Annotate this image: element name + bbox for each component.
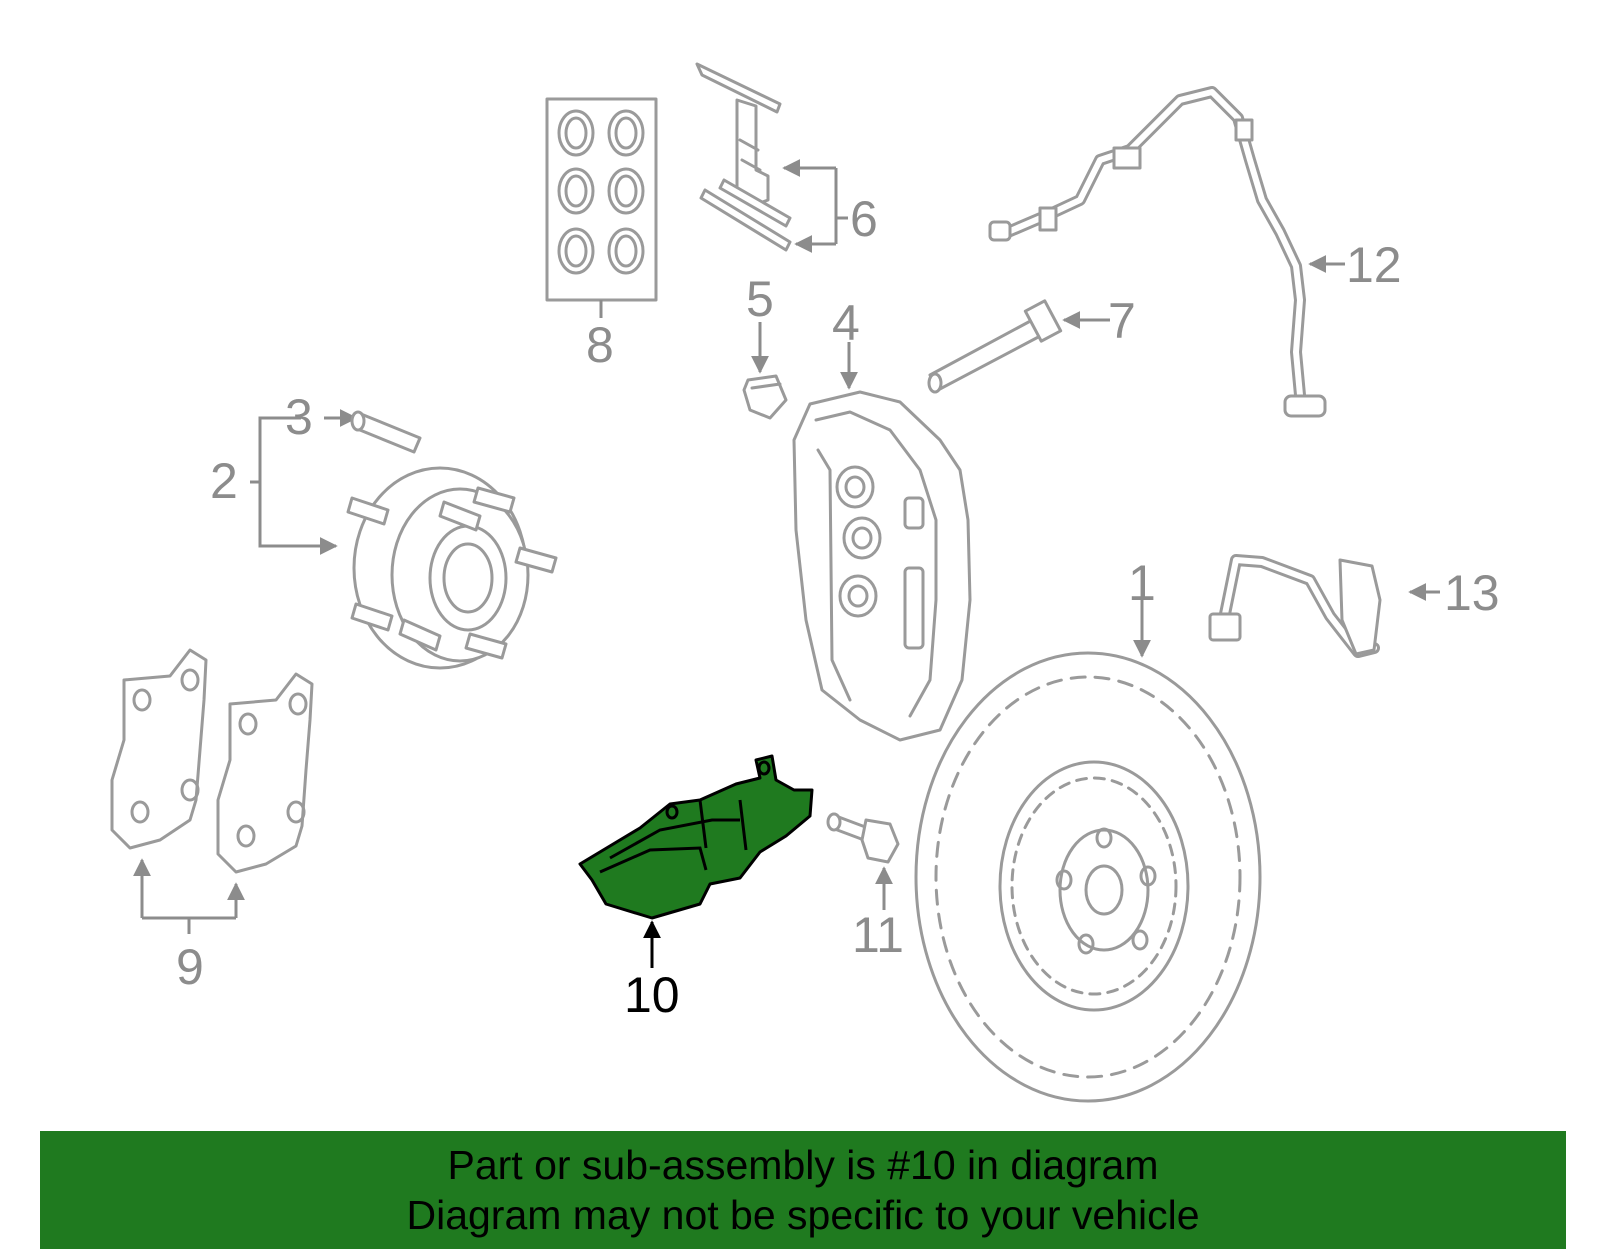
banner-line-disclaimer: Diagram may not be specific to your vehi… [406,1192,1200,1238]
callout-8: 8 [586,317,614,373]
callout-3: 3 [285,389,313,445]
part-2-hub-assembly [250,409,558,670]
callout-11: 11 [852,907,904,963]
callout-12: 12 [1346,237,1402,293]
info-banner: Part or sub-assembly is #10 in diagram D… [40,1131,1566,1249]
callout-4: 4 [832,295,860,351]
callout-9: 9 [176,939,204,995]
callout-5: 5 [746,271,774,327]
callout-6: 6 [850,191,878,247]
callout-1: 1 [1128,555,1156,611]
callout-10: 10 [624,967,680,1023]
part-12-wheel-speed-sensor [988,86,1345,418]
part-5-bleeder [742,322,788,420]
part-4-caliper [792,342,972,742]
part-6-pad-hardware [695,62,848,253]
part-8-seal-kit [545,97,658,318]
callout-13: 13 [1444,565,1500,621]
callout-7: 7 [1108,293,1136,349]
callout-2: 2 [210,453,238,509]
part-7-guide-pin [927,299,1110,394]
part-13-brake-hose [1208,554,1440,658]
banner-line-part-number: Part or sub-assembly is #10 in diagram [447,1142,1159,1188]
part-11-bolt [826,812,900,910]
part-10-splash-shield [578,754,814,968]
part-1-brake-rotor [914,600,1262,1103]
part-9-brake-pads [110,648,314,934]
